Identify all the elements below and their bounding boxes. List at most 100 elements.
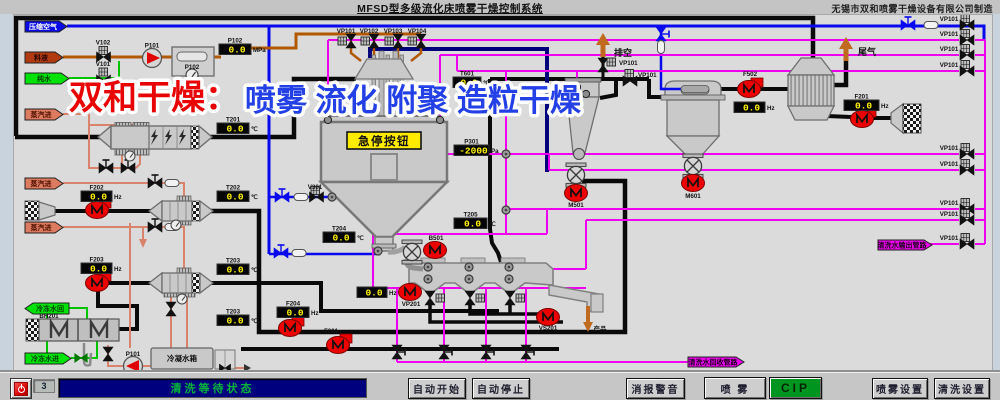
device-label: VP101 [337, 28, 356, 35]
actuator-vp103 [384, 36, 394, 46]
watermark-part1: 双和干燥： [69, 79, 239, 117]
clean-settings-button[interactable]: 清洗设置 [934, 378, 990, 399]
process-diagram: 急停按钮 压缩空气料液纯水蒸汽进蒸汽进蒸汽进冷冻水回冷冻水进清洗水输出管路清洗水… [13, 14, 993, 374]
valve-chw[interactable] [74, 353, 88, 363]
auto-start-button[interactable]: 自动开始 [408, 378, 466, 399]
device-label: VP101 [940, 46, 959, 53]
device-label: VP102 [360, 28, 379, 35]
pipe-water-join [69, 61, 120, 79]
device-label: M601 [685, 193, 701, 200]
lcd-unit: ℃ [251, 126, 258, 133]
lcd-value: 0.0 [228, 44, 245, 55]
lcd-unit: Hz [114, 266, 122, 273]
valve-bed-2[interactable] [464, 290, 476, 306]
valve-bed-3[interactable] [504, 290, 516, 306]
counter-box: 3 [33, 379, 55, 393]
cip-button[interactable]: CIP [769, 377, 822, 399]
steam-trap-2 [164, 179, 180, 187]
motor-m601[interactable] [680, 173, 706, 193]
actuator-bed-1 [435, 293, 445, 303]
fan-f502[interactable] [736, 77, 764, 99]
pipe-tag-label: 压缩空气 [29, 22, 57, 31]
lcd-unit: ℃ [483, 80, 490, 87]
pipe-tag: 蒸汽进 [24, 108, 64, 121]
lcd-unit: Hz [389, 290, 397, 297]
motor-m501[interactable] [563, 183, 589, 203]
diagram-svg: 急停按钮 压缩空气料液纯水蒸汽进蒸汽进蒸汽进冷冻水回冷冻水进清洗水输出管路清洗水… [14, 15, 986, 374]
device-label: BH201 [39, 313, 59, 320]
mute-alarm-button[interactable]: 消报警音 [626, 378, 685, 399]
rotary-valve-m501[interactable] [565, 162, 587, 188]
pipe-feed-riser [251, 32, 421, 50]
pipe-tag: 蒸汽进 [24, 177, 64, 190]
pump-p101[interactable] [141, 47, 163, 69]
pump-p101b[interactable] [122, 355, 144, 374]
valve-cond-1[interactable] [165, 301, 177, 317]
pipe-tag-shape [24, 20, 68, 33]
device-label: V102 [96, 40, 111, 47]
pipe-tag: 压缩空气 [24, 20, 68, 33]
spray-button[interactable]: 喷 雾 [704, 377, 766, 399]
auto-stop-button[interactable]: 自动停止 [472, 378, 530, 399]
lcd-value: 0.0 [90, 191, 107, 202]
power-button[interactable] [10, 378, 32, 399]
pipe-tag: 冷冻水回 [24, 302, 70, 315]
lcd-box [322, 231, 356, 243]
cyclone-dot-2 [581, 89, 591, 99]
pipe-navy-exhaust [368, 47, 549, 172]
pipe-tag-label: 冷冻水进 [31, 354, 59, 363]
motor-vp201[interactable] [397, 282, 423, 302]
watermark: 双和干燥： 喷雾 流化 附聚 造粒干燥 [66, 76, 586, 122]
pipe-cyclone-inlet [599, 79, 618, 100]
bed-nozzle-2 [464, 262, 474, 272]
device-label: V101 [96, 61, 111, 68]
actuator-vp102 [360, 36, 370, 46]
displays-layer: 0.0P102MPa0.0T201℃0.0T202℃0.0T203℃0.0T20… [80, 38, 889, 327]
motor-vs201[interactable] [535, 307, 561, 327]
motor-b501[interactable] [422, 240, 448, 260]
lcd-box [452, 76, 482, 88]
lcd-unit: Hz [311, 310, 319, 317]
cyclone-1 [564, 77, 602, 160]
valve-vent[interactable] [597, 57, 609, 73]
lcd-value: 0.0 [286, 307, 303, 318]
fan-f203[interactable] [84, 271, 112, 293]
nozzle-tower-1 [327, 192, 337, 202]
lcd-box [216, 263, 250, 275]
title-bar: MFSD型多级流化床喷雾干燥控制系统 无锡市双和喷雾干燥设备有限公司制造 [0, 0, 1000, 15]
lcd-tag-label: T203 [226, 258, 241, 265]
vent-arrow [596, 33, 610, 57]
lcd-tag-label: F204 [286, 301, 301, 308]
pipe-tag-label: 冷冻水回 [36, 304, 64, 313]
valve-bed-1[interactable] [424, 290, 436, 306]
pipe-tag-shape [687, 356, 745, 368]
power-icon [14, 381, 28, 396]
bed-nozzle-6 [504, 274, 514, 284]
valve-pump-suction[interactable] [102, 346, 114, 362]
lcd-box [218, 43, 252, 55]
rotary-valve-b501[interactable] [401, 239, 423, 265]
emergency-stop-button[interactable]: 急停按钮 [346, 131, 422, 150]
lcd-box [216, 122, 250, 134]
lcd-unit: Hz [767, 105, 775, 112]
lcd-unit: Hz [114, 194, 122, 201]
outlet-filter [902, 103, 922, 134]
pipe-tag-shape [24, 51, 64, 64]
spray-settings-button[interactable]: 喷雾设置 [872, 378, 928, 399]
